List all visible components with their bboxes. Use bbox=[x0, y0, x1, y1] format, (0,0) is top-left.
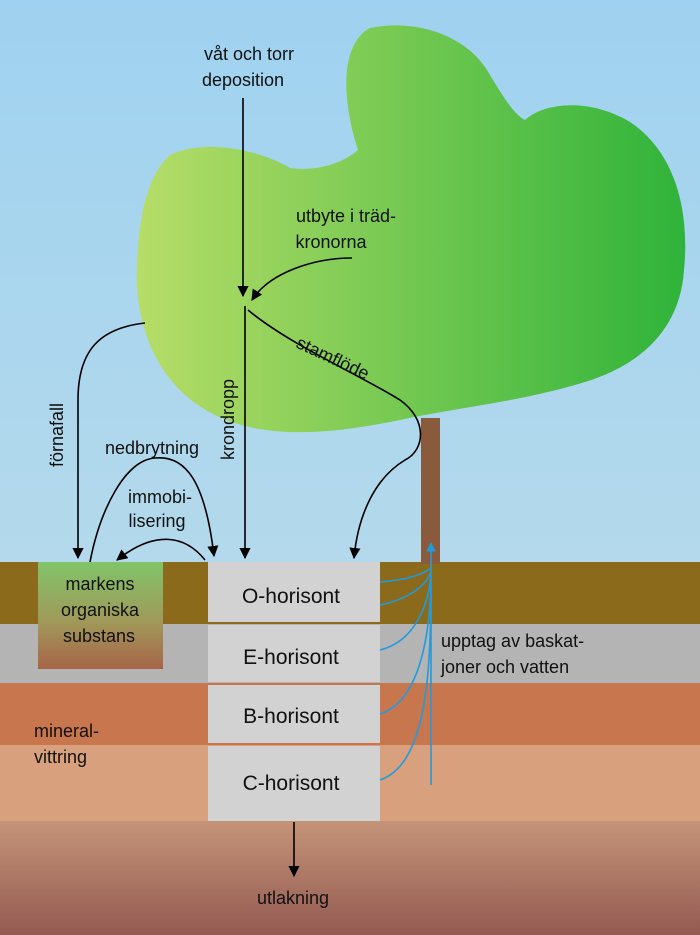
uptake-label-2: joner och vatten bbox=[440, 657, 569, 677]
uptake-arrow-c bbox=[379, 584, 432, 781]
leaching-label: utlakning bbox=[257, 888, 329, 908]
crown-exchange-label-2: kronorna bbox=[295, 232, 367, 252]
c-horizon-box bbox=[208, 746, 380, 821]
immobilization-arrow bbox=[116, 538, 206, 561]
throughfall-label: krondropp bbox=[218, 379, 238, 460]
b-horizon-box bbox=[208, 685, 380, 743]
uptake-arrow-e bbox=[379, 574, 432, 651]
organic-matter-box bbox=[38, 562, 163, 669]
tree-trunk bbox=[421, 418, 440, 564]
immobilization-label-1: immobi- bbox=[128, 487, 192, 507]
uptake-arrow-o2 bbox=[379, 571, 432, 606]
organic-matter-label-3: substans bbox=[63, 626, 135, 646]
organic-matter-label-2: organiska bbox=[61, 600, 140, 620]
immobilization-label-2: lisering bbox=[128, 511, 185, 531]
bedrock-layer bbox=[0, 821, 700, 935]
decomposition-arrow bbox=[89, 457, 219, 563]
b-horizon-label: B-horisont bbox=[243, 705, 339, 728]
litterfall-label: förnafall bbox=[47, 403, 67, 467]
weathering-label-2: vittring bbox=[34, 747, 87, 767]
c-horizon-label: C-horisont bbox=[243, 772, 340, 795]
e-horizon-label: E-horisont bbox=[243, 646, 339, 669]
stemflow-arrow bbox=[247, 309, 422, 560]
crown-exchange-arrow bbox=[251, 257, 353, 301]
decomposition-label: nedbrytning bbox=[105, 438, 199, 458]
o-horizon-label: O-horisont bbox=[242, 585, 340, 608]
organic-matter-label-1: markens bbox=[65, 574, 134, 594]
tree-canopy bbox=[136, 25, 686, 433]
deposition-label-1: våt och torr bbox=[204, 44, 294, 64]
e-horizon-box bbox=[208, 625, 380, 682]
uptake-arrow-o bbox=[379, 567, 432, 583]
weathering-label-1: mineral- bbox=[34, 721, 99, 741]
uptake-label-1: upptag av baskat- bbox=[441, 631, 584, 651]
litterfall-arrow bbox=[72, 322, 146, 560]
deposition-label-2: deposition bbox=[202, 70, 284, 90]
o-horizon-box bbox=[208, 562, 380, 622]
crown-exchange-label-1: utbyte i träd- bbox=[296, 206, 396, 226]
